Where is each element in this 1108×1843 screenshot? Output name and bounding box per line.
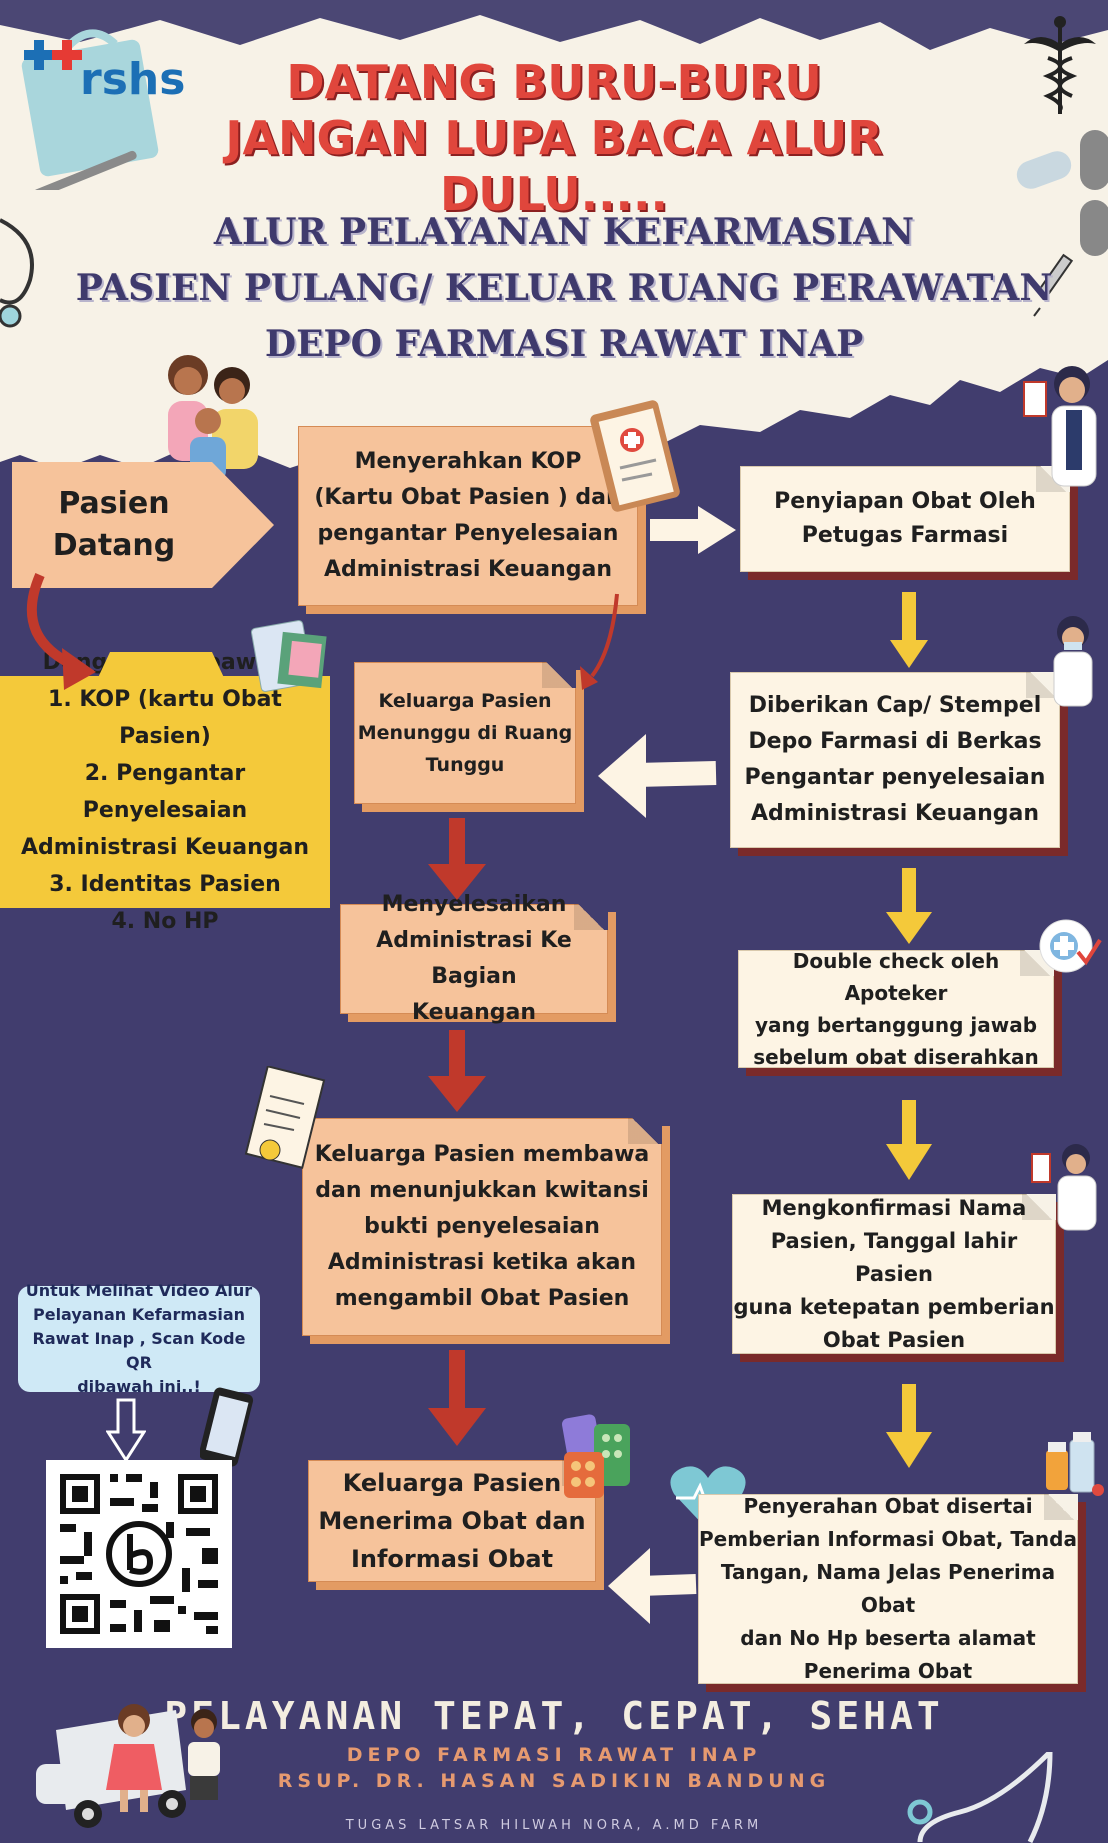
pasien-datang-shape xyxy=(12,462,274,588)
doctor-icon xyxy=(1023,366,1097,487)
headline-line2: JANGAN LUPA BACA ALUR DULU..... xyxy=(225,111,883,221)
doctor-icon xyxy=(1031,1144,1097,1231)
qr-code-pattern xyxy=(60,1474,218,1634)
stethoscope-icon xyxy=(907,1752,1053,1843)
syringe-icon xyxy=(1033,253,1074,317)
title-line3: DEPO FARMASI RAWAT INAP xyxy=(264,323,864,365)
footer-unit: DEPO FARMASI RAWAT INAP xyxy=(346,1744,762,1766)
family-icon xyxy=(168,355,258,481)
children-icon xyxy=(106,1704,220,1812)
document-seal-icon xyxy=(244,1066,326,1169)
clipboard-icon xyxy=(250,620,327,692)
logo-text: rshs xyxy=(80,54,186,105)
qr-code[interactable] xyxy=(46,1460,232,1648)
title-line1: ALUR PELAYANAN KEFARMASIAN xyxy=(213,211,915,253)
caduceus-icon xyxy=(1024,16,1096,114)
down-arrow-icon xyxy=(106,1398,146,1462)
footer-hospital: RSUP. DR. HASAN SADIKIN BANDUNG xyxy=(277,1770,831,1792)
clipboard-icon xyxy=(590,400,680,512)
title-line2: PASIEN PULANG/ KELUAR RUANG PERAWATAN xyxy=(75,267,1053,309)
step-dengan-membawa: Dengan Membawa :1. KOP (kartu Obat Pasie… xyxy=(0,650,330,934)
folder-tab xyxy=(96,652,226,682)
blister-pack-icon xyxy=(561,1414,630,1498)
hospital-bag-icon xyxy=(21,29,159,190)
rshs-logo-icon xyxy=(24,40,82,70)
headline-line1: DATANG BURU-BURU xyxy=(286,55,822,109)
phone-qr-icon xyxy=(200,1387,254,1467)
footer-credit: TUGAS LATSAR HILWAH NORA, A.MD FARM xyxy=(345,1818,763,1833)
footer-tagline: PELAYANAN TEPAT, CEPAT, SEHAT xyxy=(164,1694,944,1738)
pill-icon xyxy=(1016,130,1108,256)
medicine-bottles-icon xyxy=(1046,1432,1104,1496)
doctor-icon xyxy=(1053,616,1093,707)
stethoscope-icon xyxy=(0,218,34,328)
checkmark-badge-icon xyxy=(1039,919,1102,973)
